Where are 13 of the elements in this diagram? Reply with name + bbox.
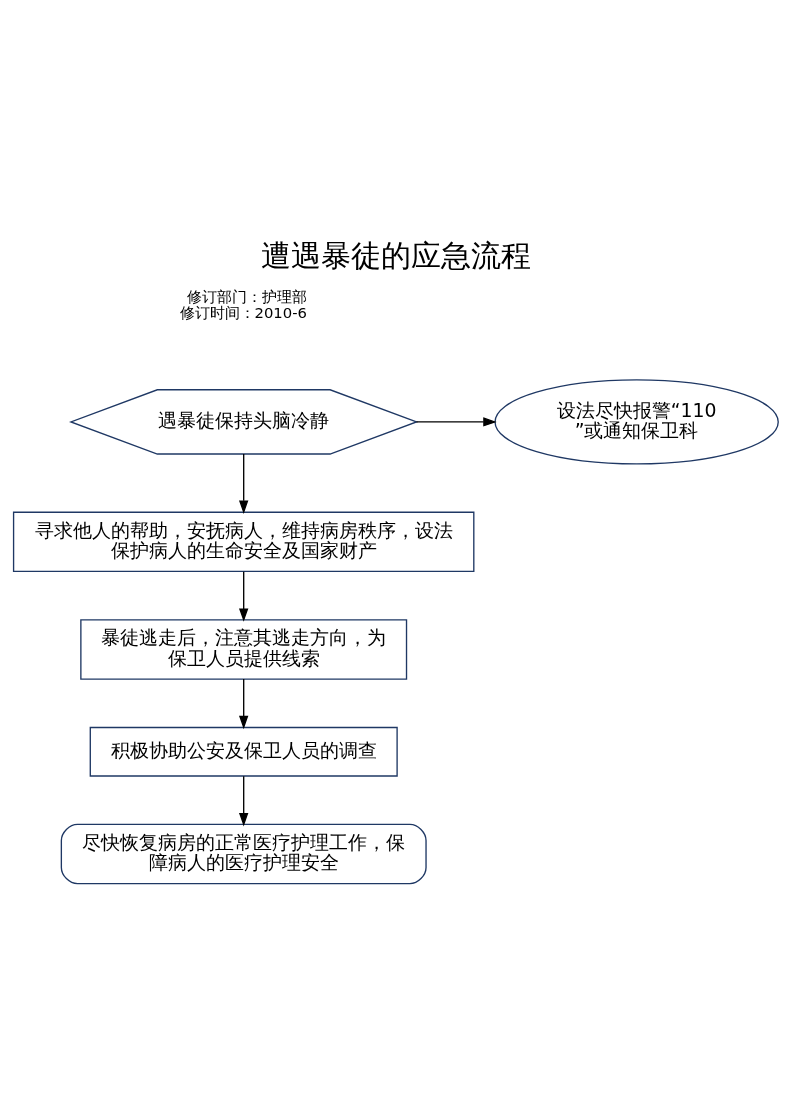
- node-box: 暴徒逃走后，注意其逃走方向，为保卫人员提供线索: [80, 618, 408, 680]
- label: 修订时间：2010-6: [179, 303, 307, 321]
- node-box: 积极协助公安及保卫人员的调查: [89, 726, 398, 777]
- arrow: [238, 452, 249, 514]
- node-box: 尽快恢复病房的正常医疗护理工作，保障病人的医疗护理安全: [60, 823, 427, 884]
- arrow: [238, 677, 249, 729]
- node-ellipse: 设法尽快报警“110”或通知保卫科: [494, 378, 779, 465]
- arrow: [238, 570, 249, 622]
- arrow: [238, 775, 249, 826]
- arrow: [415, 416, 497, 427]
- label: 修订部门：护理部: [186, 287, 307, 305]
- diagram-title: 遭遇暴徒的应急流程: [261, 238, 531, 273]
- node-box: 寻求他人的帮助，安抚病人，维持病房秩序，设法保护病人的生命安全及国家财产: [12, 511, 475, 572]
